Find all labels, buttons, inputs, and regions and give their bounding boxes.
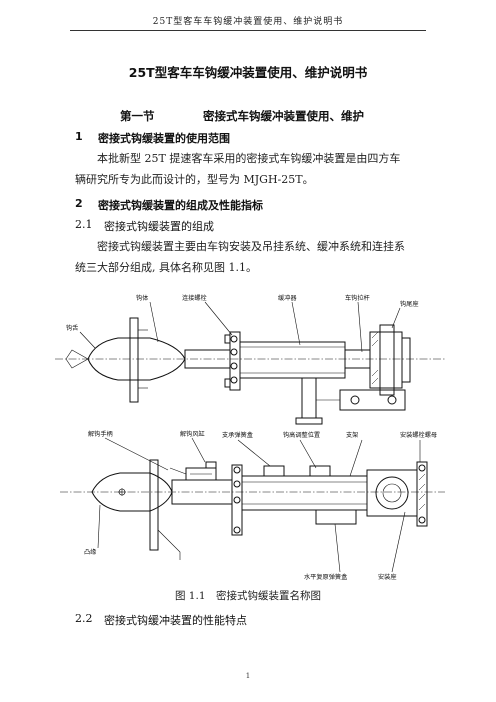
paragraph-1-line1: 本批新型 25T 提速客车采用的密接式车钩缓冲装置是由四方车 [97, 152, 401, 165]
bottom-view [60, 437, 445, 573]
label-support-spring-box: 支承弹簧盒 [222, 431, 254, 439]
paragraph-2-line2: 统三大部分组成, 具体名称见图 1.1。 [75, 261, 257, 274]
figure-caption: 图 1.1 密接式钩缓装置名称图 [174, 590, 322, 602]
item2-number: 2 [75, 197, 83, 210]
item2-title: 密接式钩缓装置的组成及性能指标 [98, 199, 263, 212]
label-release-cylinder: 解钩风缸 [180, 430, 205, 438]
coupler-assembly-drawing: 钩舌 钩体 连接螺栓 缓冲器 车钩拉杆 钩尾座 [55, 294, 445, 581]
document-title: 25T型客车车钩缓冲装置使用、维护说明书 [128, 65, 368, 80]
label-mount-bolt-nut: 安装螺栓螺母 [400, 431, 437, 439]
label-connect-bolt: 连接螺栓 [182, 294, 207, 302]
top-view [55, 301, 445, 425]
item22-number: 2.2 [75, 612, 93, 625]
section-title: 密接式车钩缓冲装置使用、维护 [203, 109, 364, 123]
item21-title: 密接式钩缓装置的组成 [104, 220, 214, 233]
item1-number: 1 [75, 130, 83, 143]
paragraph-1-line2: 辆研究所专为此而设计的，型号为 MJGH-25T。 [75, 173, 314, 186]
item1-title: 密接式钩缓装置的使用范围 [98, 132, 230, 145]
label-support: 支架 [346, 431, 358, 439]
label-release-handle: 解钩手柄 [88, 430, 113, 438]
page-number: 1 [245, 672, 251, 680]
running-header: 25T型客车车钩缓冲装置使用、维护说明书 [152, 17, 344, 27]
label-hook-body: 钩体 [136, 294, 149, 302]
label-bellows: 凸缘 [84, 548, 96, 556]
label-hook-tongue: 钩舌 [66, 324, 78, 332]
paragraph-2-line1: 密接式钩缓装置主要由车钩安装及吊挂系统、缓冲系统和连挂系 [97, 240, 405, 253]
section-number: 第一节 [120, 109, 155, 123]
label-mount-seat: 安装座 [378, 573, 397, 581]
label-buffer: 缓冲器 [278, 294, 297, 302]
paragraph-1: 本批新型 25T 提速客车采用的密接式车钩缓冲装置是由四方车 辆研究所专为此而设… [75, 148, 430, 190]
label-horizontal-spring-box: 水平复原弹簧盒 [304, 573, 348, 581]
item21-number: 2.1 [75, 218, 93, 231]
label-tail-seat: 钩尾座 [400, 300, 419, 308]
header-divider [70, 30, 426, 31]
paragraph-2: 密接式钩缓装置主要由车钩安装及吊挂系统、缓冲系统和连挂系 统三大部分组成, 具体… [75, 236, 430, 278]
label-hook-pin: 车钩拉杆 [345, 294, 370, 302]
item22-title: 密接式钩缓冲装置的性能特点 [104, 614, 247, 627]
label-height-position: 钩高调整位置 [283, 431, 320, 439]
